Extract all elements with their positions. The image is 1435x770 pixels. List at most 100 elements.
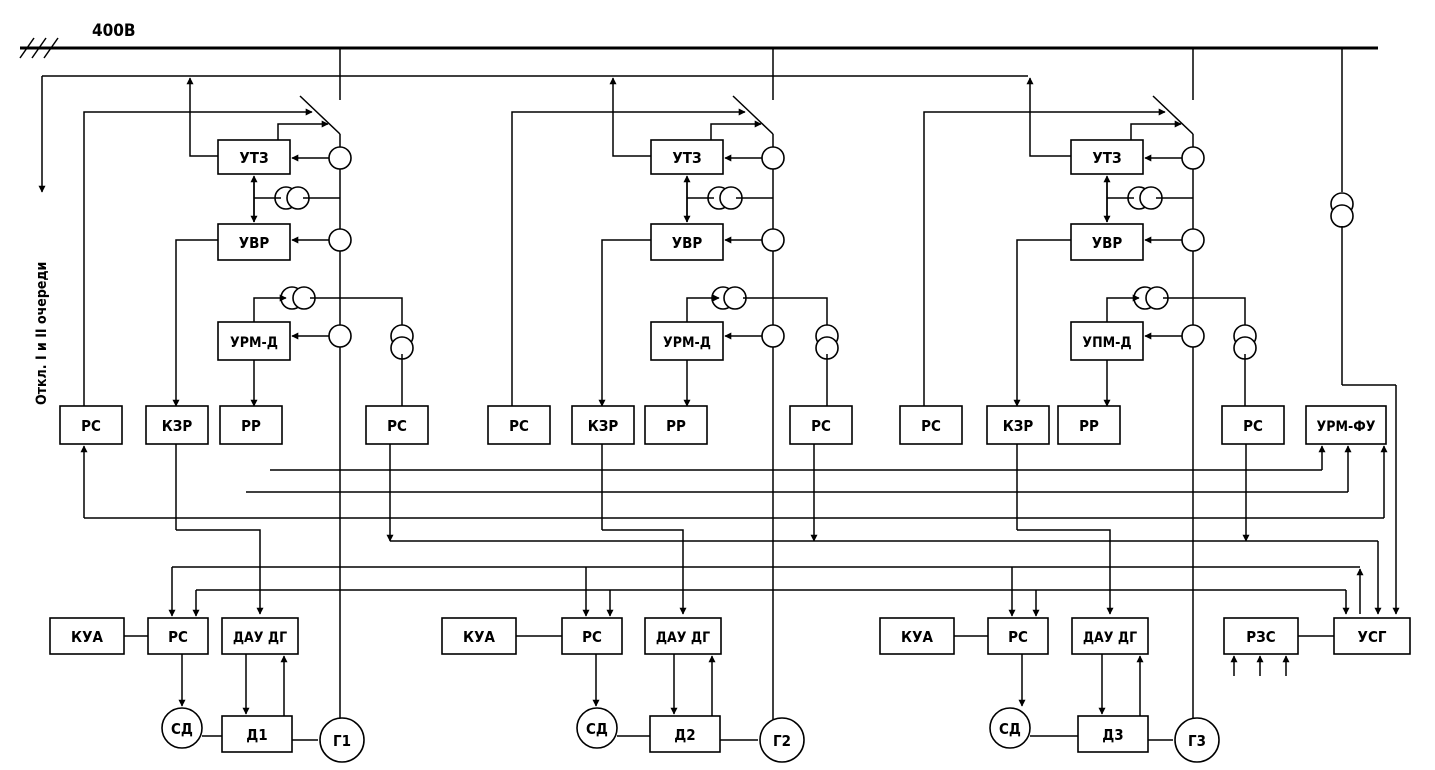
- current-transformer-urm: [1181, 324, 1205, 348]
- rs-right-block-label: РС: [387, 417, 407, 435]
- rr-block-label: РР: [1079, 417, 1099, 435]
- voltage-transformer-lower: [280, 286, 316, 310]
- urm-block: УПМ-Д: [1070, 321, 1144, 361]
- voltage-transformer-rs: [390, 324, 414, 360]
- current-transformer-uvr: [1181, 228, 1205, 252]
- voltage-transformer-upper: [274, 186, 310, 210]
- kzr-block-label: КЗР: [162, 417, 193, 435]
- rzs-block-label: РЗС: [1246, 628, 1275, 646]
- diesel-block: Д3: [1077, 715, 1149, 753]
- rs-bottom-block: РС: [561, 617, 623, 655]
- utz-block: УТЗ: [650, 139, 724, 175]
- kzr-block-label: КЗР: [588, 417, 619, 435]
- generator: Г1: [319, 717, 365, 763]
- generator-label: Г2: [773, 732, 791, 750]
- rs-left-block: РС: [487, 405, 551, 445]
- uvr-block: УВР: [650, 223, 724, 261]
- sync-motor-label: СД: [999, 720, 1021, 738]
- urm-block: УРМ-Д: [650, 321, 724, 361]
- urm-block: УРМ-Д: [217, 321, 291, 361]
- utz-block: УТЗ: [1070, 139, 1144, 175]
- uvr-block: УВР: [217, 223, 291, 261]
- urm-block-label: УРМ-Д: [230, 335, 278, 351]
- rs-right-block: РС: [1221, 405, 1285, 445]
- voltage-transformer-lower: [711, 286, 747, 310]
- diesel-block: Д2: [649, 715, 721, 753]
- kua-block-label: КУА: [71, 628, 103, 646]
- rs-right-block-label: РС: [1243, 417, 1263, 435]
- generator: Г3: [1174, 717, 1220, 763]
- utz-block: УТЗ: [217, 139, 291, 175]
- voltage-transformer-lower: [1133, 286, 1169, 310]
- generator: Г2: [759, 717, 805, 763]
- rs-left-block-label: РС: [921, 417, 941, 435]
- urm-fu-block-label: УРМ-ФУ: [1317, 419, 1376, 435]
- rs-left-block: РС: [59, 405, 123, 445]
- kua-block-label: КУА: [463, 628, 495, 646]
- rs-bottom-block: РС: [147, 617, 209, 655]
- usg-block-label: УСГ: [1358, 628, 1387, 646]
- rs-left-block-label: РС: [81, 417, 101, 435]
- kua-block-label: КУА: [901, 628, 933, 646]
- kzr-block: КЗР: [986, 405, 1050, 445]
- rr-block-label: РР: [241, 417, 261, 435]
- generator-module-1: УТЗ УВР УРМ-Д РС КЗР РР РС КУА РС ДАУ ДГ СД Д1 Г1: [49, 48, 429, 763]
- current-transformer-uvr: [328, 228, 352, 252]
- generator-label: Г3: [1188, 732, 1206, 750]
- kua-block: КУА: [49, 617, 125, 655]
- diesel-block-label: Д1: [246, 726, 267, 744]
- dau-dg-block-label: ДАУ ДГ: [656, 630, 710, 646]
- generator-module-2: УТЗ УВР УРМ-Д РС КЗР РР РС КУА РС ДАУ ДГ СД Д2 Г2: [441, 48, 853, 763]
- sync-motor-label: СД: [171, 720, 193, 738]
- current-transformer-utz: [1181, 146, 1205, 170]
- bus-3phase-mark: [19, 37, 59, 59]
- sync-motor-label: СД: [586, 720, 608, 738]
- side-label: Откл. I и II очереди: [34, 262, 50, 405]
- dau-dg-block: ДАУ ДГ: [221, 617, 299, 655]
- rs-left-block: РС: [899, 405, 963, 445]
- urm-block-label: УПМ-Д: [1082, 335, 1131, 351]
- current-transformer-urm: [328, 324, 352, 348]
- urm-block-label: УРМ-Д: [663, 335, 711, 351]
- generator-label: Г1: [333, 732, 351, 750]
- current-transformer-uvr: [761, 228, 785, 252]
- rs-bottom-block-label: РС: [582, 628, 602, 646]
- current-transformer-utz: [761, 146, 785, 170]
- diesel-block-label: Д2: [674, 726, 695, 744]
- rs-bottom-block-label: РС: [168, 628, 188, 646]
- rs-left-block-label: РС: [509, 417, 529, 435]
- utz-block-label: УТЗ: [672, 149, 701, 167]
- rzs-block: РЗС: [1223, 617, 1299, 655]
- rs-right-block: РС: [789, 405, 853, 445]
- dau-dg-block-label: ДАУ ДГ: [233, 630, 287, 646]
- rr-block: РР: [1057, 405, 1121, 445]
- sync-motor: СД: [576, 707, 618, 749]
- urm-fu-block: УРМ-ФУ: [1305, 405, 1387, 445]
- utz-block-label: УТЗ: [1092, 149, 1121, 167]
- kua-block: КУА: [441, 617, 517, 655]
- kua-block: КУА: [879, 617, 955, 655]
- sync-motor: СД: [161, 707, 203, 749]
- bus-voltage-label: 400В: [92, 21, 136, 41]
- kzr-block: КЗР: [145, 405, 209, 445]
- rr-block: РР: [219, 405, 283, 445]
- rs-right-block: РС: [365, 405, 429, 445]
- voltage-transformer-urm-fu: [1330, 192, 1354, 228]
- uvr-block-label: УВР: [672, 234, 703, 252]
- voltage-transformer-rs: [815, 324, 839, 360]
- shared-wiring: [80, 48, 1400, 615]
- uvr-block: УВР: [1070, 223, 1144, 261]
- diesel-block-label: Д3: [1102, 726, 1123, 744]
- generator-module-3: УТЗ УВР УПМ-Д РС КЗР РР РС КУА РС ДАУ ДГ СД Д3 Г3: [879, 48, 1285, 763]
- kzr-block: КЗР: [571, 405, 635, 445]
- dau-dg-block: ДАУ ДГ: [644, 617, 722, 655]
- rr-block: РР: [644, 405, 708, 445]
- dau-dg-block-label: ДАУ ДГ: [1083, 630, 1137, 646]
- uvr-block-label: УВР: [1092, 234, 1123, 252]
- usg-block: УСГ: [1333, 617, 1411, 655]
- rs-bottom-block: РС: [987, 617, 1049, 655]
- dau-dg-block: ДАУ ДГ: [1071, 617, 1149, 655]
- kzr-block-label: КЗР: [1003, 417, 1034, 435]
- current-transformer-utz: [328, 146, 352, 170]
